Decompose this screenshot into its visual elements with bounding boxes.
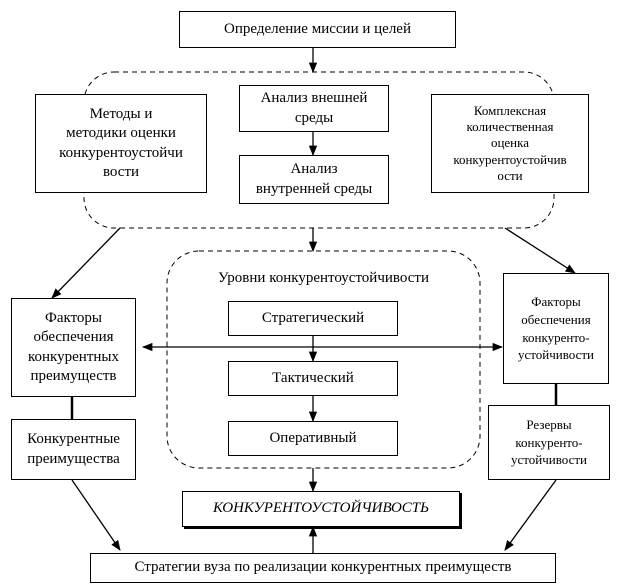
internal-analysis-box: Анализ внутренней среды	[239, 155, 389, 204]
operative-level-box: Оперативный	[228, 421, 398, 456]
factors-competitive-box: Факторы обеспечения конкурентных преимущ…	[11, 298, 136, 397]
competitive-advantages-box: Конкурентные преимущества	[11, 419, 136, 480]
arrow-analysis-to-factors-competitive	[51, 227, 121, 299]
methods-box: Методы и методики оценки конкурентоустой…	[35, 94, 207, 193]
levels-title: Уровни конкурентоустойчивости	[218, 270, 429, 286]
competitiveness-box: КОНКУРЕНТОУСТОЙЧИВОСТЬ	[182, 491, 460, 527]
arrow-advantages-to-strategies	[71, 479, 121, 551]
arrow-reserves-to-strategies	[504, 479, 557, 551]
arrow-analysis-to-factors-stability	[504, 227, 576, 274]
external-analysis-box: Анализ внешней среды	[239, 85, 389, 132]
mission-box: Определение миссии и целей	[179, 11, 456, 48]
strategic-level-box: Стратегический	[228, 301, 398, 336]
reserves-box: Резервы конкуренто- устойчивости	[488, 405, 610, 480]
strategies-box: Стратегии вуза по реализации конкурентны…	[90, 553, 556, 583]
factors-stability-box: Факторы обеспечения конкуренто- устойчив…	[503, 273, 609, 384]
complex-assessment-box: Комплексная количественная оценка конкур…	[431, 94, 589, 193]
tactical-level-box: Тактический	[228, 361, 398, 396]
